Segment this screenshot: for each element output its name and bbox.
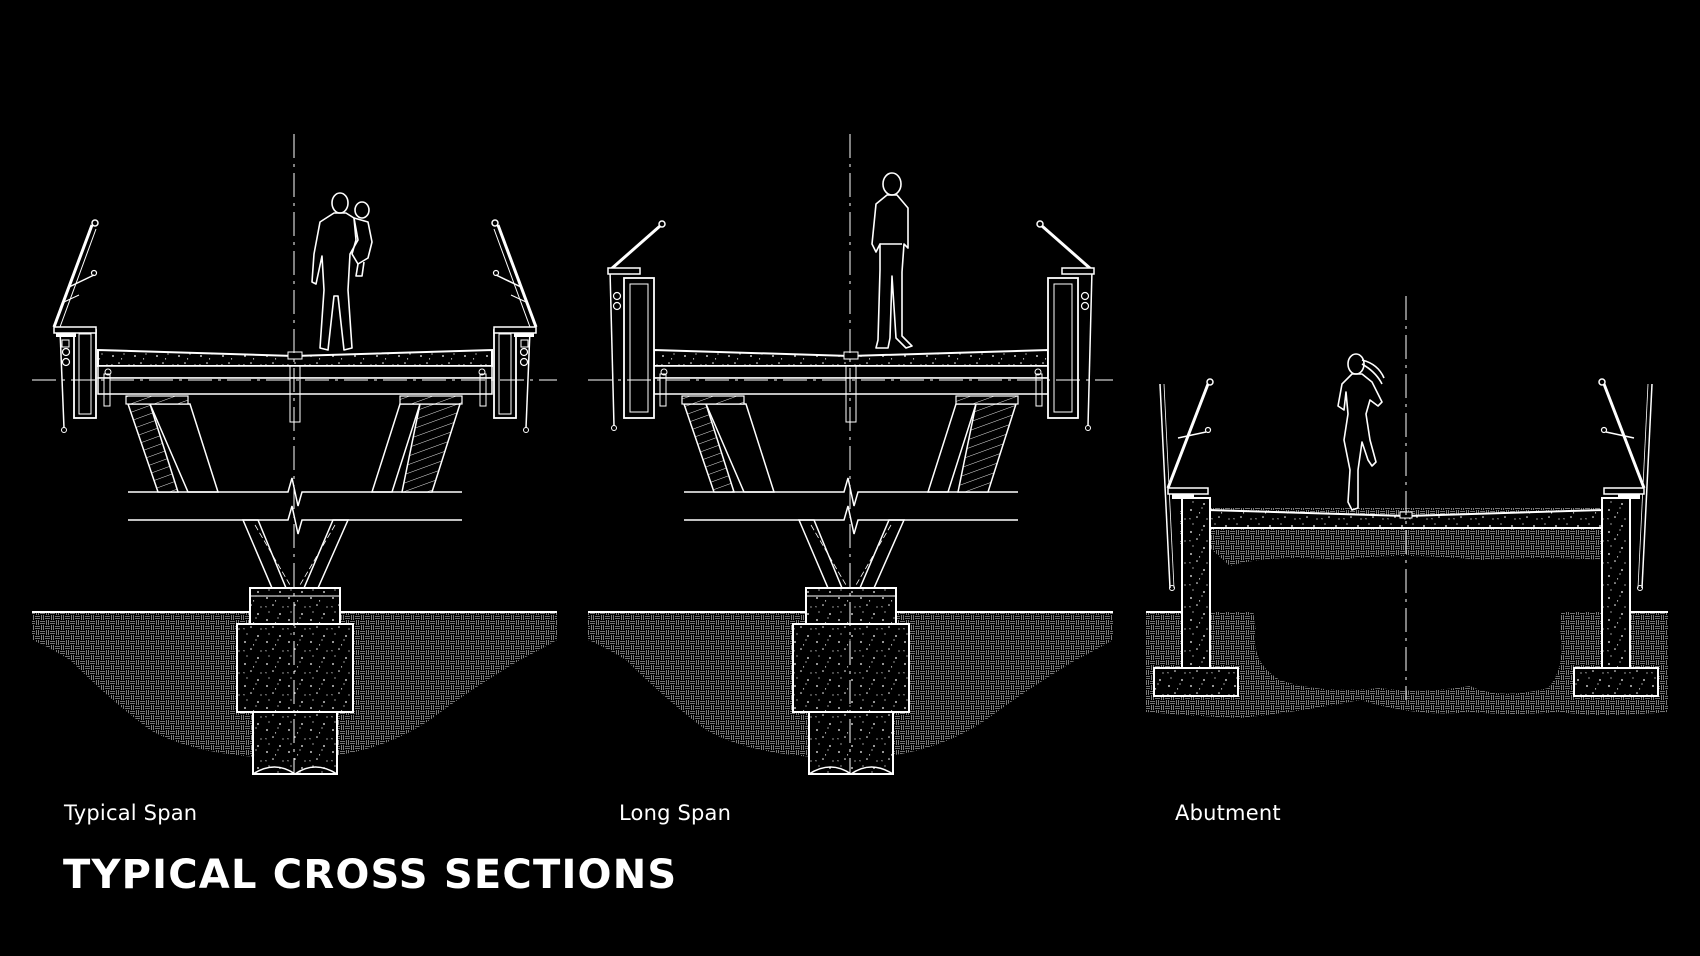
caption-typical-span: Typical Span xyxy=(64,801,198,825)
caption-abutment: Abutment xyxy=(1175,801,1281,825)
section-typical-span xyxy=(32,134,557,775)
person-running-icon xyxy=(1337,353,1385,511)
page-title: TYPICAL CROSS SECTIONS xyxy=(63,852,678,898)
section-long-span xyxy=(588,134,1113,775)
caption-long-span: Long Span xyxy=(619,801,732,825)
person-standing-icon xyxy=(871,172,913,349)
person-carrying-child-icon xyxy=(311,192,373,351)
section-abutment xyxy=(1146,296,1668,718)
